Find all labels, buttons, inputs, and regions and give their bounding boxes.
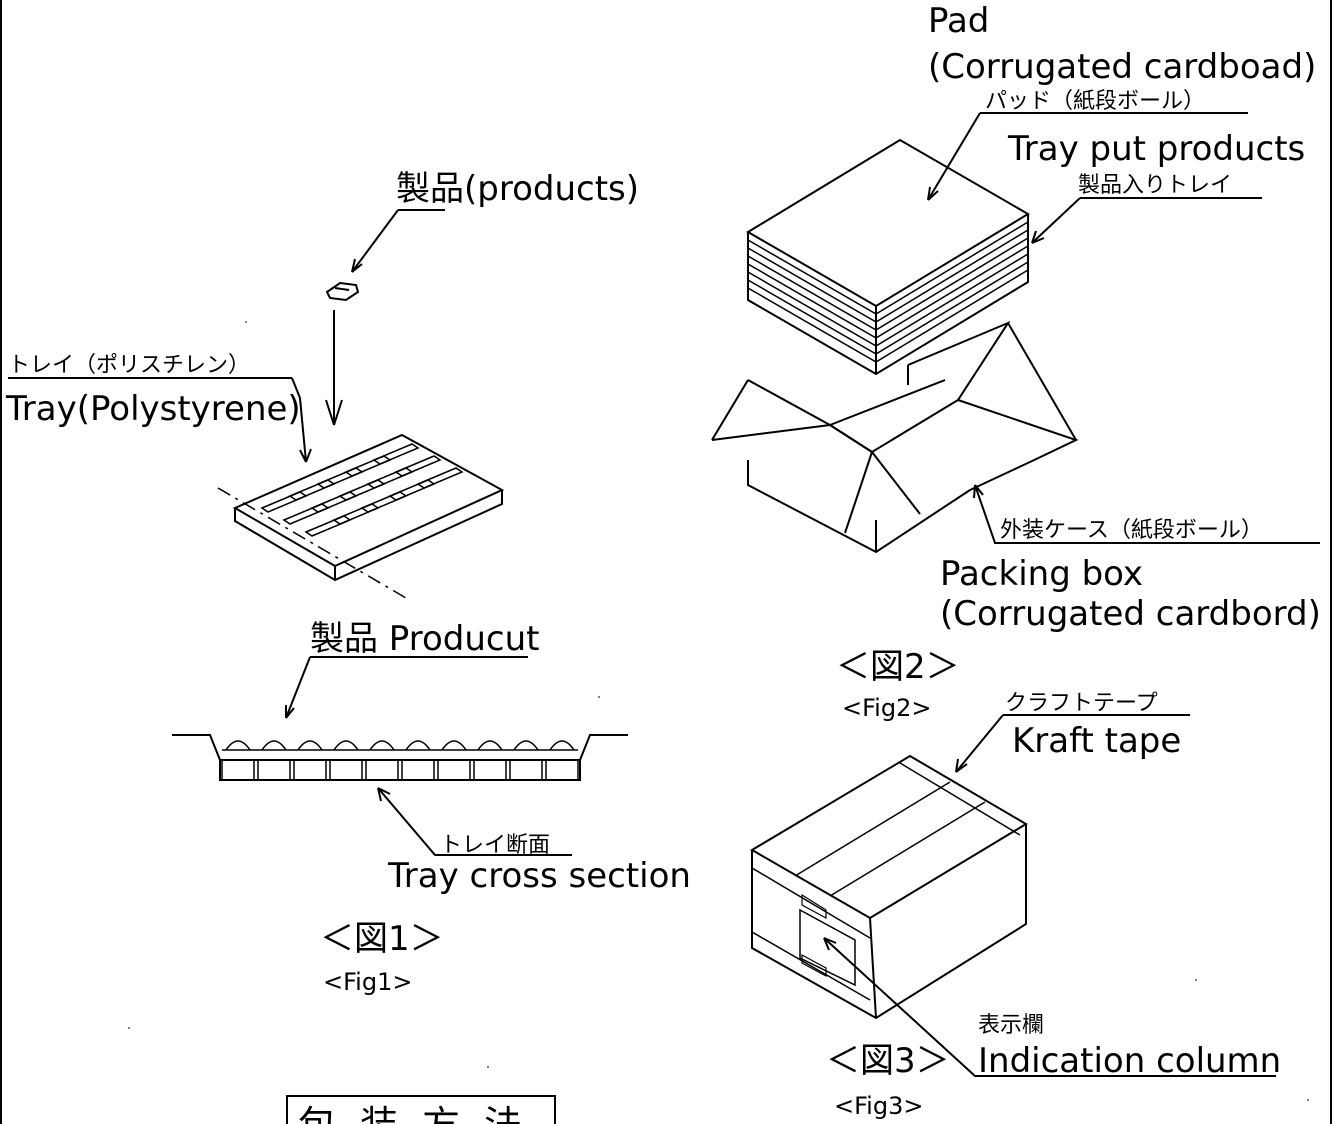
products-label: 製品(products) bbox=[396, 169, 639, 209]
products-leader bbox=[351, 209, 399, 273]
product-leader bbox=[285, 656, 311, 719]
indication-label-en: Indication column bbox=[978, 1041, 1281, 1081]
indication-label-jp: 表示欄 bbox=[978, 1013, 1044, 1038]
tape-label-jp: クラフトテープ bbox=[1005, 691, 1158, 716]
packing-box-leader bbox=[974, 484, 1320, 544]
tray-label-en: Tray(Polystyrene) bbox=[5, 389, 301, 429]
pad-stack bbox=[746, 138, 1030, 376]
cross-section-label-en: Tray cross section bbox=[387, 856, 691, 896]
fig1-caption-jp: ＜図1＞ bbox=[320, 919, 444, 959]
products-arrowhead bbox=[351, 258, 363, 273]
product-arrowhead bbox=[285, 705, 295, 719]
cross-section-leader bbox=[377, 787, 572, 856]
fig3-caption-en: <Fig3> bbox=[834, 1092, 923, 1120]
packing-box-arrowhead bbox=[973, 484, 984, 499]
tray-leader bbox=[291, 377, 307, 463]
pad-label-jp: パッド（紙段ボール） bbox=[985, 89, 1205, 114]
packing-box bbox=[711, 320, 1079, 554]
pad-leader bbox=[927, 112, 981, 201]
title-block bbox=[286, 1095, 556, 1124]
scan-specks bbox=[128, 321, 1309, 1101]
fig2-caption-jp: ＜図2＞ bbox=[836, 647, 960, 687]
cross-section-arrowhead bbox=[377, 787, 391, 802]
product-label: 製品 Producut bbox=[310, 619, 539, 659]
tray-drawing bbox=[217, 433, 505, 599]
tray-products-arrowhead bbox=[1031, 230, 1045, 244]
cross-section-label-jp: トレイ断面 bbox=[440, 833, 550, 858]
tray-products-label-jp: 製品入りトレイ bbox=[1078, 173, 1232, 198]
tray-cross-section bbox=[172, 734, 628, 781]
placement-arrowhead bbox=[325, 399, 343, 426]
packing-box-label-en: Packing box bbox=[940, 554, 1143, 594]
title-block-text: 包装方法 bbox=[298, 1103, 546, 1124]
fig2-caption-en: <Fig2> bbox=[842, 694, 931, 722]
fig3-caption-jp: ＜図3＞ bbox=[826, 1041, 950, 1081]
tape-leader bbox=[955, 714, 1004, 773]
pad-arrowhead bbox=[927, 186, 939, 201]
tray-label-jp: トレイ（ポリスチレン） bbox=[8, 353, 250, 378]
sealed-box bbox=[750, 754, 1028, 1020]
tape-label-en: Kraft tape bbox=[1012, 721, 1181, 761]
pad-label-en: Pad bbox=[928, 1, 989, 41]
packing-box-label-en-2: (Corrugated cardbord) bbox=[940, 594, 1321, 634]
fig1-caption-en: <Fig1> bbox=[323, 968, 412, 996]
indication-leader bbox=[823, 937, 1276, 1077]
indication-arrowhead bbox=[823, 937, 837, 951]
tray-arrowhead bbox=[299, 448, 312, 463]
packing-box-label-jp: 外装ケース（紙段ボール） bbox=[1000, 518, 1263, 543]
tray-products-leader bbox=[1031, 197, 1081, 244]
product-piece bbox=[325, 281, 360, 302]
tray-products-label-en: Tray put products bbox=[1007, 129, 1305, 169]
tape-arrowhead bbox=[955, 758, 968, 773]
pad-label-en-2: (Corrugated cardboad) bbox=[928, 47, 1316, 87]
